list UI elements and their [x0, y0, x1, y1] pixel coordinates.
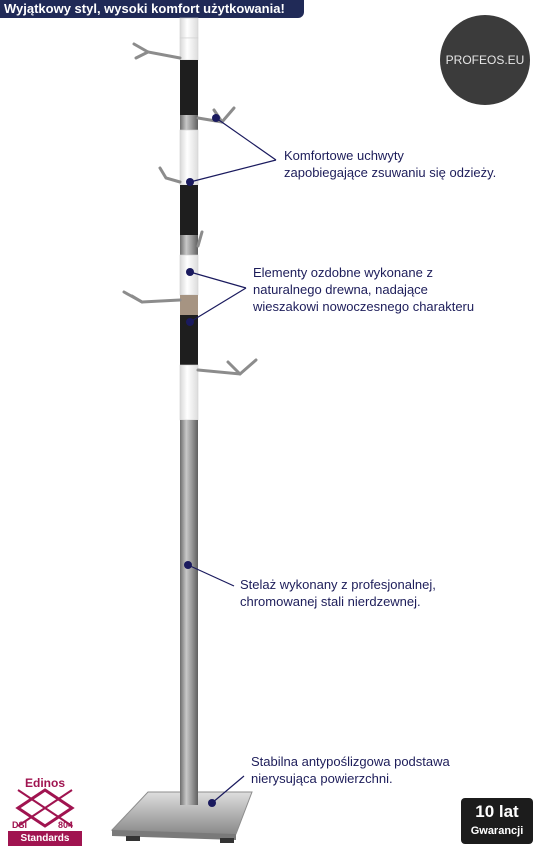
warranty-badge: 10 lat Gwarancji: [461, 798, 533, 844]
annotation-line: nierysująca powierzchni.: [251, 771, 393, 786]
hooks: [122, 42, 258, 376]
profeos-logo: PROFEOS.EU: [440, 15, 530, 105]
annotation-line: naturalnego drewna, nadające: [253, 282, 428, 297]
warranty-label: Gwarancji: [470, 825, 524, 837]
grip-1: [180, 60, 198, 115]
annotation-hooks: Komfortowe uchwyty zapobiegające zsuwani…: [284, 147, 496, 181]
edinos-title: Edinos: [24, 776, 65, 790]
annotation-line: Stelaż wykonany z profesjonalnej,: [240, 577, 436, 592]
annotation-base: Stabilna antypoślizgowa podstawa nierysu…: [251, 753, 450, 787]
annotation-line: Stabilna antypoślizgowa podstawa: [251, 754, 450, 769]
annotation-frame: Stelaż wykonany z profesjonalnej, chromo…: [240, 576, 436, 610]
edinos-code-right: 804: [58, 820, 74, 830]
annotation-line: zapobiegające zsuwaniu się odzieży.: [284, 165, 497, 180]
annotation-wood: Elementy ozdobne wykonane z naturalnego …: [253, 264, 474, 315]
annotation-line: Komfortowe uchwyty: [284, 148, 404, 163]
edinos-code-left: DSI: [12, 820, 28, 830]
edinos-standards: Standards: [8, 831, 82, 846]
annotation-markers: [184, 114, 220, 807]
warranty-years: 10 lat: [475, 802, 519, 821]
stand-base: [110, 791, 253, 843]
headline-banner: Wyjątkowy styl, wysoki komfort użytkowan…: [0, 0, 304, 18]
annotation-leaders: [187, 117, 277, 804]
grip-2: [180, 185, 198, 235]
annotation-line: chromowanej stali nierdzewnej.: [240, 594, 421, 609]
annotation-line: Elementy ozdobne wykonane z: [253, 265, 433, 280]
wood-accent: [180, 295, 198, 315]
stand-pole: [179, 17, 199, 805]
grip-3: [180, 315, 198, 365]
annotation-line: wieszakowi nowoczesnego charakteru: [253, 299, 475, 314]
